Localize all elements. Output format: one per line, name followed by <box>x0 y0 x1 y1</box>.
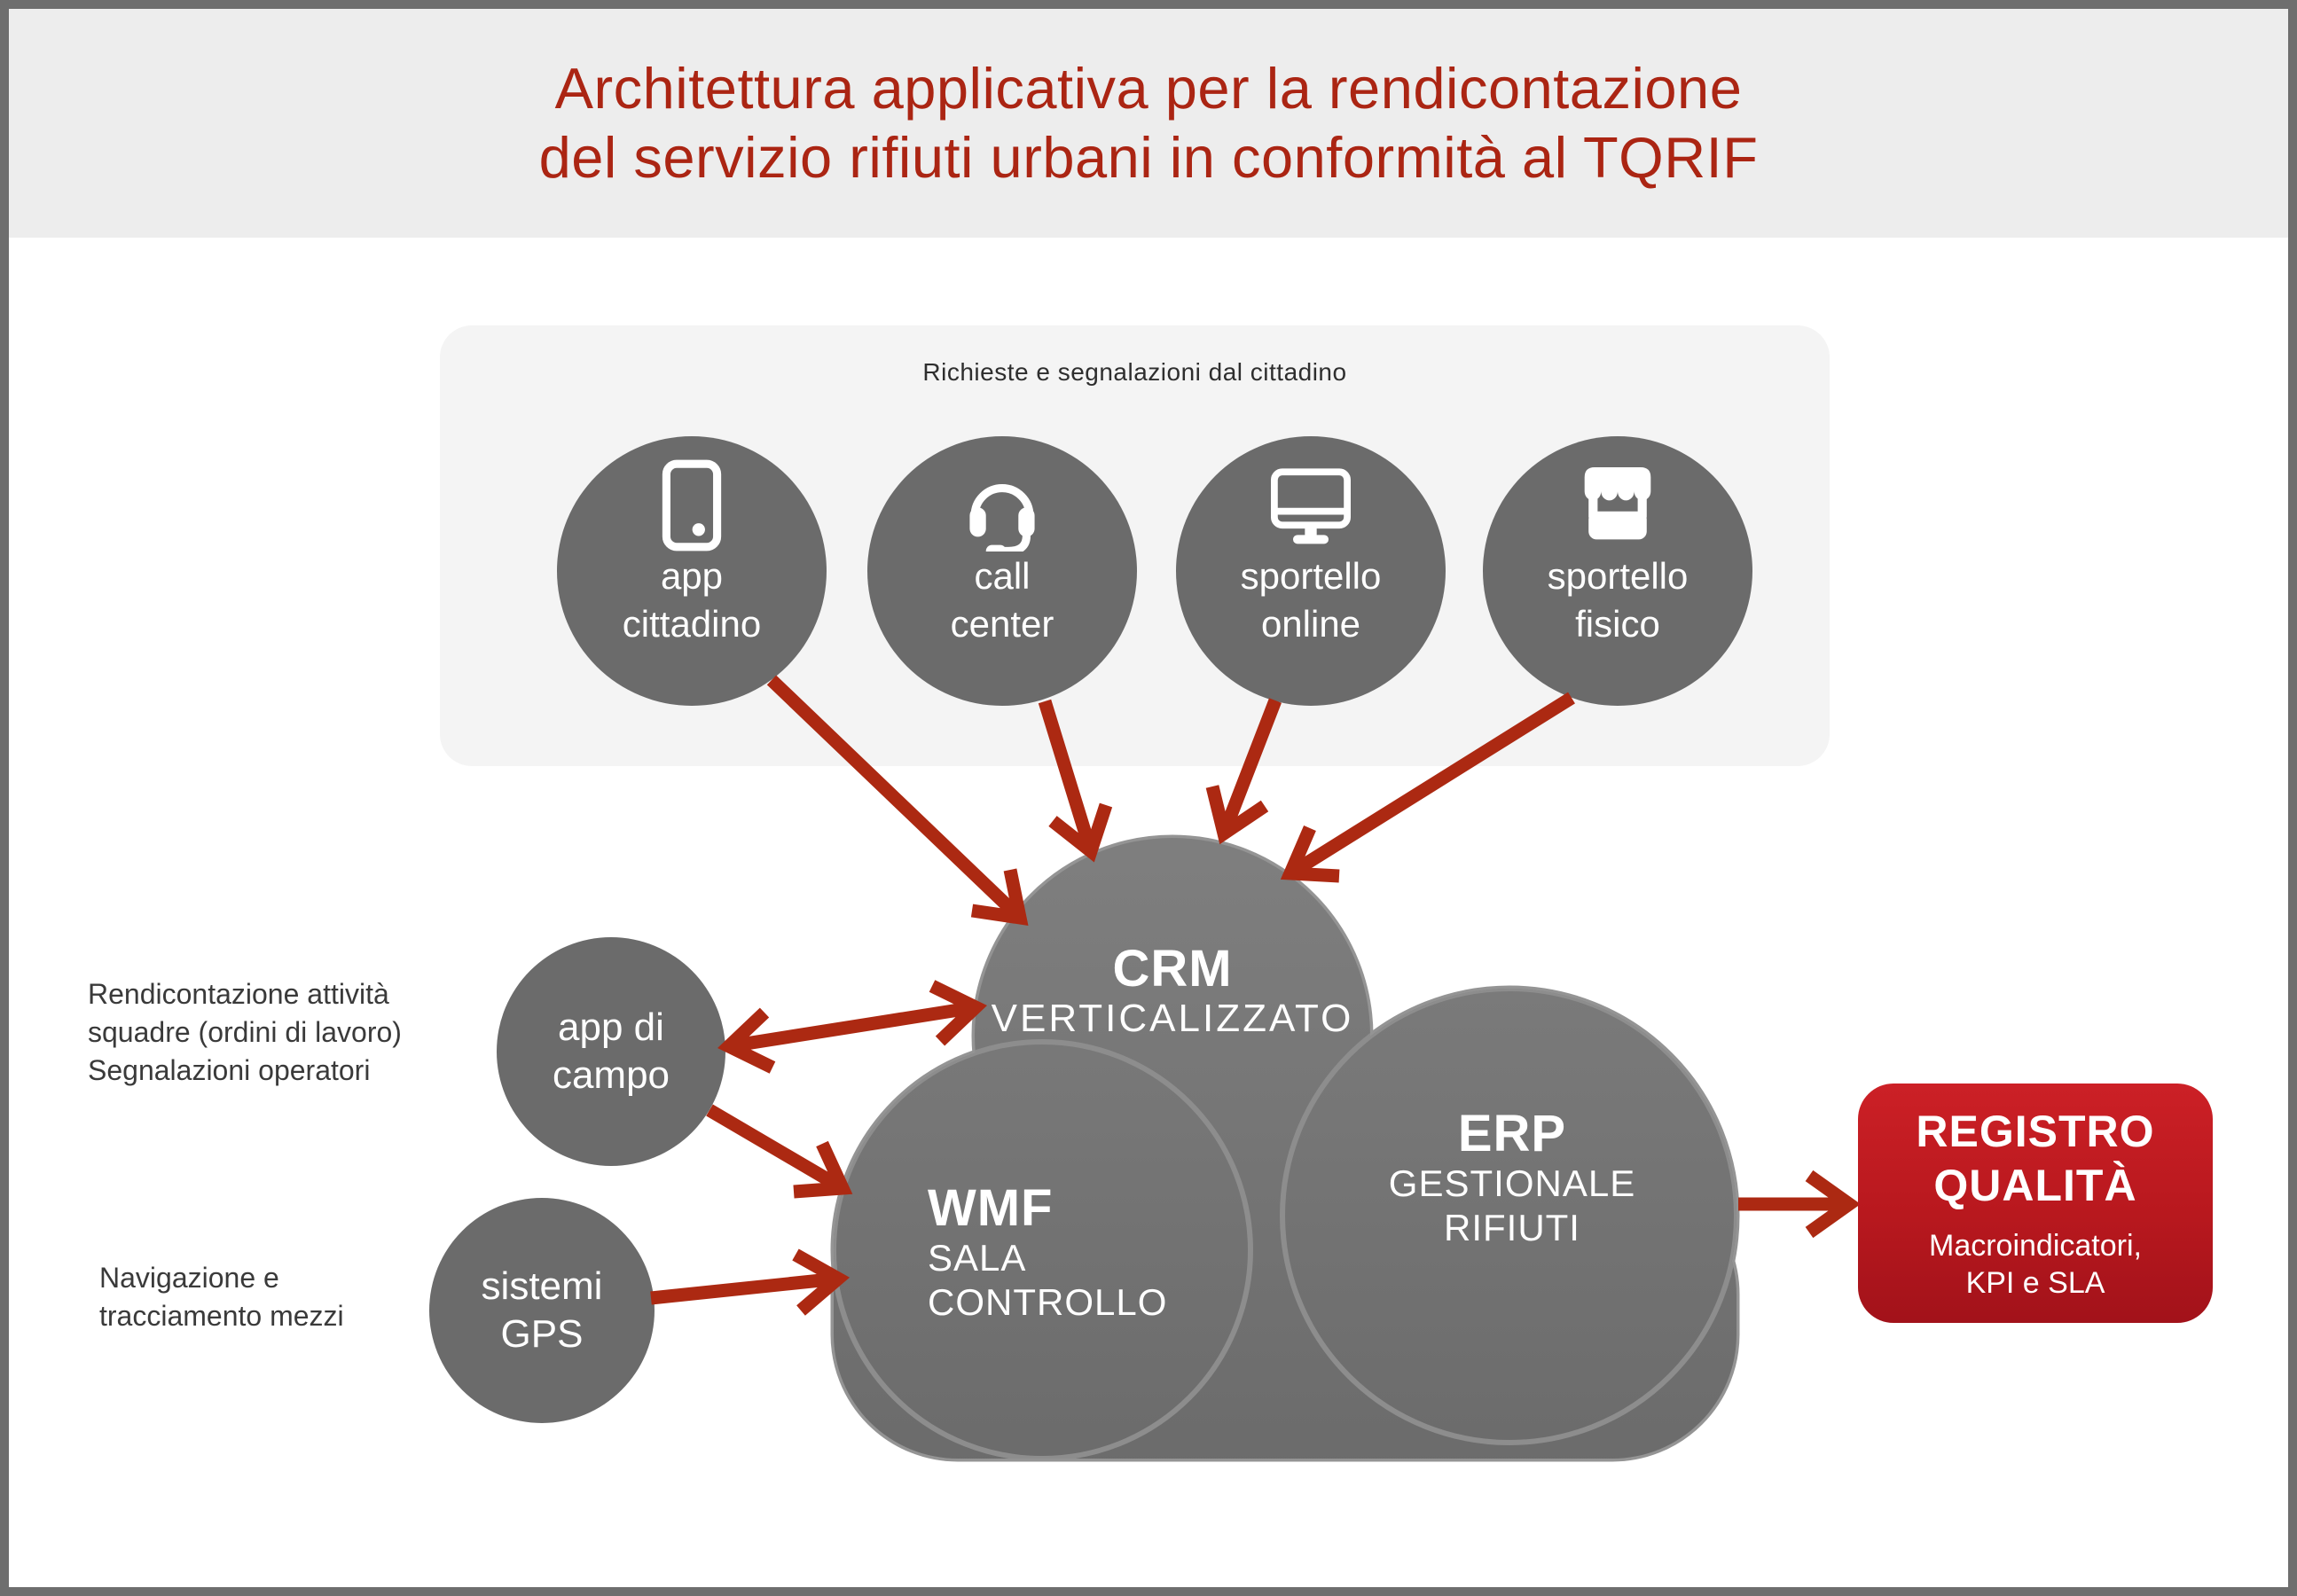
annotation-gps: Navigazione e tracciamento mezzi <box>99 1259 344 1335</box>
wmf-name: WMF <box>928 1179 1054 1237</box>
cloud-system-erp: ERP GESTIONALE RIFIUTI <box>1335 1107 1689 1250</box>
registro-qualita-box: REGISTRO QUALITÀ Macroindicatori, KPI e … <box>1858 1084 2213 1323</box>
arrow-sistemi-gps-to-wmf <box>650 1248 851 1316</box>
annotation-line: Rendicontazione attività <box>88 978 389 1010</box>
arrow-app-di-campo-to-wmf <box>706 1104 853 1199</box>
headset-icon <box>960 459 1045 552</box>
registro-title-line: REGISTRO <box>1916 1107 2155 1156</box>
annotation-line: Segnalazioni operatori <box>88 1054 371 1086</box>
citizen-channels-panel-label: Richieste e segnalazioni dal cittadino <box>922 358 1347 386</box>
channel-sportello-online: sportello online <box>1176 436 1446 706</box>
erp-name: ERP <box>1457 1105 1567 1162</box>
channel-label: app <box>660 555 724 597</box>
annotation-field-teams: Rendicontazione attività squadre (ordini… <box>88 975 402 1090</box>
channel-label: sportello <box>1240 555 1382 597</box>
channel-label: cittadino <box>622 603 762 645</box>
channel-label: online <box>1260 603 1361 645</box>
crm-name: CRM <box>1112 940 1233 998</box>
erp-subtitle-line: GESTIONALE <box>1388 1162 1636 1204</box>
arrow-call-center-to-crm <box>1038 699 1113 863</box>
satellite-label: campo <box>552 1053 670 1097</box>
satellite-app-di-campo: app di campo <box>497 937 725 1166</box>
registro-subtitle-line: KPI e SLA <box>1965 1266 2105 1300</box>
channel-sportello-fisico: sportello fisico <box>1483 436 1752 706</box>
channel-call-center: call center <box>867 436 1137 706</box>
arrow-erp-to-registro-qualita <box>1738 1170 1861 1239</box>
channel-label: fisico <box>1575 603 1660 645</box>
arrow-app-cittadino-to-crm <box>766 675 1029 926</box>
satellite-label: sistemi <box>481 1264 603 1308</box>
channel-app-cittadino: app cittadino <box>557 436 827 706</box>
cloud-system-crm: CRM VERTICALIZZATO <box>951 942 1394 1041</box>
annotation-line: squadre (ordini di lavoro) <box>88 1016 402 1048</box>
storefront-icon <box>1577 459 1658 552</box>
registro-subtitle-line: Macroindicatori, <box>1929 1229 2142 1263</box>
page-title-line-1: Architettura applicativa per la rendicon… <box>554 56 1743 121</box>
channel-label: call <box>974 555 1031 597</box>
arrow-sportello-fisico-to-crm <box>1280 692 1575 883</box>
satellite-sistemi-gps: sistemi GPS <box>429 1198 655 1423</box>
smartphone-icon <box>657 459 726 552</box>
annotation-line: Navigazione e <box>99 1262 279 1294</box>
arrow-sportello-online-to-crm <box>1205 698 1282 845</box>
channel-label: sportello <box>1547 555 1689 597</box>
crm-subtitle: VERTICALIZZATO <box>991 997 1354 1040</box>
annotation-line: tracciamento mezzi <box>99 1300 344 1332</box>
registro-title-line: QUALITÀ <box>1933 1161 2137 1210</box>
page-title-line-2: del servizio rifiuti urbani in conformit… <box>538 125 1759 190</box>
erp-subtitle-line: RIFIUTI <box>1444 1207 1580 1248</box>
flow-arrows <box>650 675 1861 1316</box>
monitor-icon <box>1266 459 1355 552</box>
wmf-subtitle-line: CONTROLLO <box>928 1281 1168 1323</box>
header-band: Architettura applicativa per la rendicon… <box>9 9 2288 238</box>
channel-label: center <box>950 603 1054 645</box>
satellite-label: GPS <box>500 1312 584 1356</box>
arrow-app-di-campo-crm-bidirectional <box>717 980 987 1074</box>
wmf-subtitle-line: SALA <box>928 1237 1027 1279</box>
cloud-system-wmf: WMF SALA CONTROLLO <box>928 1181 1300 1325</box>
satellite-label: app di <box>558 1005 664 1049</box>
